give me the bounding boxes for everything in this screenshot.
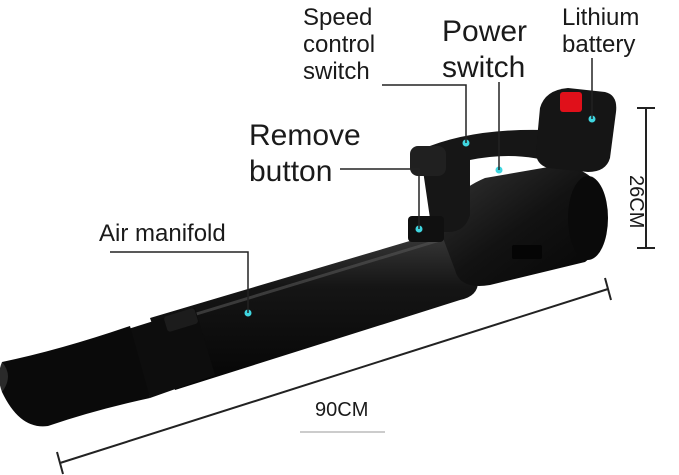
- label-lithium-battery: Lithium battery: [562, 4, 640, 58]
- label-remove-button: Remove button: [249, 119, 361, 188]
- label-height: 26CM: [625, 175, 647, 229]
- leader-air: [110, 251, 249, 313]
- coupling-clip: [164, 308, 198, 332]
- leaf-blower: [0, 88, 617, 427]
- battery-pack: [535, 88, 617, 172]
- motor-housing: [440, 165, 607, 286]
- tube-coupling: [125, 308, 215, 398]
- label-speed-control-switch: Speed control switch: [303, 4, 376, 85]
- blower-tube: [150, 230, 479, 390]
- label-air-manifold: Air manifold: [99, 220, 226, 247]
- housing-vent: [512, 245, 542, 259]
- nozzle-mouth: [0, 362, 8, 392]
- label-length: 90CM: [315, 399, 369, 421]
- leader-remove: [340, 168, 420, 229]
- flat-nozzle: [2, 326, 150, 427]
- battery-button: [560, 92, 582, 112]
- handle-grip-end: [410, 146, 446, 176]
- tube-highlight: [169, 238, 441, 324]
- remove-button-block: [408, 216, 444, 242]
- dimension-height: [637, 107, 655, 249]
- label-power-switch: Power switch: [442, 15, 528, 84]
- dimension-length: [56, 277, 612, 475]
- leader-lines: [110, 58, 593, 313]
- leader-speed: [382, 84, 467, 143]
- handle: [420, 129, 568, 232]
- housing-intake: [568, 176, 608, 260]
